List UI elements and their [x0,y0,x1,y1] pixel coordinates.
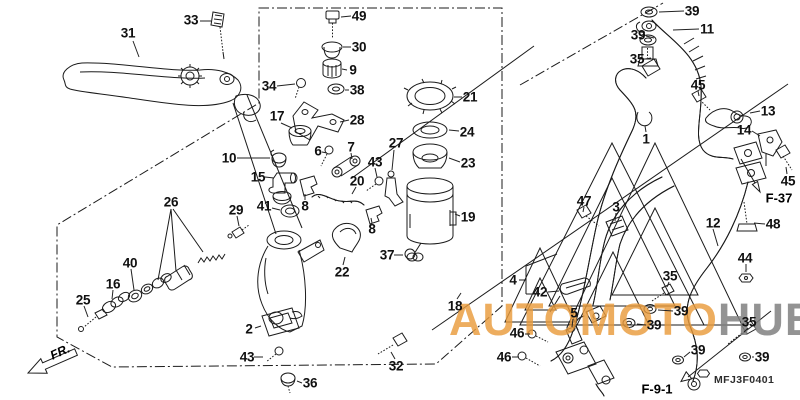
part-callout-48: 48 [765,216,781,232]
part-callout-43: 43 [239,349,255,365]
part-callout-6: 6 [314,143,322,159]
part-callout-32: 32 [388,358,404,374]
fr-arrow [26,348,79,374]
part-callout-39: 39 [690,342,706,358]
part-callout-17: 17 [269,108,285,124]
part-callout-12: 12 [705,215,721,231]
part-callout-19: 19 [460,209,476,225]
piston-kit-artwork [78,208,250,332]
part-callout-35: 35 [662,268,678,284]
section-boxes [56,2,664,368]
part-callout-34: 34 [261,78,277,94]
part-callout-44: 44 [737,250,753,266]
part-callout-24: 24 [459,124,475,140]
part-callout-8: 8 [368,221,376,237]
part-callout-46: 46 [509,325,525,341]
part-callout-13: 13 [760,103,776,119]
part-callout-47: 47 [576,193,592,209]
part-callout-22: 22 [334,264,350,280]
part-callout-16: 16 [105,276,121,292]
reservoir-artwork [403,78,457,262]
part-callout-15: 15 [250,169,266,185]
part-callout-43: 43 [367,154,383,170]
part-callout-42: 42 [532,284,548,300]
lever-artwork [62,11,261,123]
part-callout-9: 9 [349,62,357,78]
part-callout-5: 5 [570,305,578,321]
part-callout-39: 39 [754,349,770,365]
part-callout-26: 26 [163,194,179,210]
part-callout-10: 10 [221,150,237,166]
part-callout-11: 11 [700,21,714,37]
watermark-text: AUTOMOTO HUB [449,297,800,342]
part-callout-36: 36 [302,375,318,391]
part-callout-4: 4 [509,272,517,288]
part-callout-25: 25 [75,292,91,308]
part-callout-41: 41 [256,198,272,214]
part-callout-20: 20 [349,173,365,189]
part-callout-39: 39 [684,3,700,19]
part-callout-33: 33 [183,12,199,28]
watermark-triangles [504,141,743,326]
ref-label-F-9-1: F-9-1 [641,381,673,397]
part-callout-8: 8 [301,198,309,214]
part-callout-49: 49 [351,8,367,24]
part-callout-30: 30 [351,39,367,55]
part-callout-35: 35 [741,314,757,330]
part-callout-35: 35 [629,51,645,67]
watermark-text-primary: AUTOMOTO [449,294,718,345]
part-callout-28: 28 [349,112,365,128]
master-cylinder-body [257,230,325,337]
part-callout-2: 2 [245,321,253,337]
part-callout-21: 21 [462,89,478,105]
part-callout-39: 39 [646,317,662,333]
part-callout-31: 31 [120,25,136,41]
part-callout-39: 39 [673,303,689,319]
part-callout-3: 3 [612,199,620,215]
part-callout-45: 45 [780,173,796,189]
diagram-code: MFJ3F0401 [714,374,775,386]
part-callout-37: 37 [379,247,395,263]
part-callout-18: 18 [447,298,463,314]
part-callout-39: 39 [630,27,646,43]
part-callout-46: 46 [496,349,512,365]
part-callout-27: 27 [388,135,404,151]
part-callout-29: 29 [228,202,244,218]
ref-label-F-37: F-37 [765,190,793,206]
part-callout-14: 14 [736,122,752,138]
part-callout-23: 23 [460,155,476,171]
part-callout-7: 7 [347,139,355,155]
watermark-text-secondary: HUB [717,294,800,345]
part-callout-38: 38 [349,82,365,98]
part-callout-40: 40 [122,255,138,271]
master-cylinder-small-parts [265,10,424,394]
part-callout-45: 45 [690,77,706,93]
part-callout-1: 1 [642,131,650,147]
